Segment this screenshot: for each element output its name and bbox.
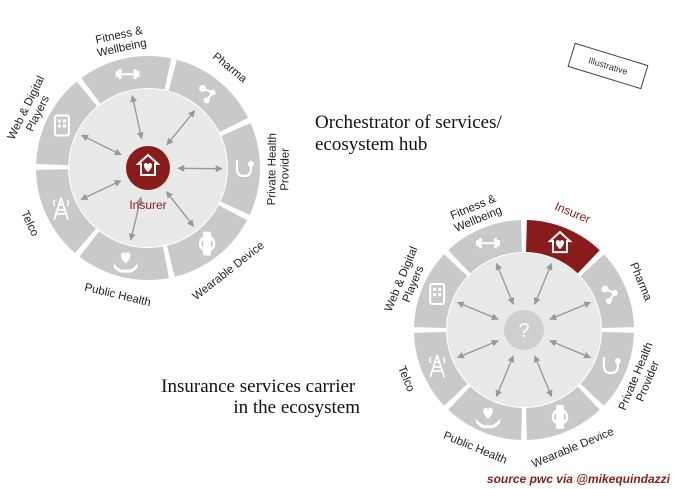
- segment-label: Fitness &Wellbeing: [93, 24, 147, 59]
- stethoscope-icon: [602, 356, 621, 375]
- source-credit: source pwc via @mikequindazzi: [487, 472, 671, 486]
- molecule-icon: [601, 285, 618, 305]
- connection-arrow: [549, 301, 592, 321]
- insurer-hub-label: Insurer: [129, 198, 166, 212]
- heart-hands-icon: [113, 252, 138, 273]
- connection-arrow: [456, 339, 499, 359]
- home-heart-icon: [547, 230, 573, 254]
- connection-arrow: [456, 301, 499, 321]
- segment-label: Public Health: [83, 282, 152, 309]
- connection-arrow: [81, 134, 122, 156]
- antenna-tower-icon: [52, 197, 70, 221]
- home-heart-icon: [135, 153, 161, 176]
- connection-arrow: [549, 339, 592, 359]
- molecule-icon: [199, 85, 216, 104]
- connection-arrow: [165, 191, 195, 227]
- connection-arrow: [533, 262, 553, 305]
- segment-home-heart: [526, 220, 600, 274]
- segment-label-line: Public Health: [83, 282, 152, 309]
- segment-label: Insurer: [553, 199, 593, 226]
- dumbbell-icon: [115, 69, 140, 80]
- carrier-title: Insurance services carrier in the ecosys…: [161, 376, 360, 418]
- illustrative-badge: Illustrative: [567, 42, 649, 90]
- stethoscope-icon: [235, 159, 254, 178]
- connection-arrow: [166, 110, 196, 146]
- segment-label-line: Telco: [395, 364, 416, 393]
- segment-label-line: Pharma: [627, 261, 654, 303]
- segment-label: Private HealthProvider: [266, 133, 292, 205]
- segment-dumbbell: [448, 220, 522, 274]
- connection-arrow: [80, 180, 122, 201]
- carrier-title-line-2: in the ecosystem: [233, 397, 360, 418]
- carrier-title-line-1: Insurance services carrier: [161, 376, 356, 397]
- tablet-icon: [429, 283, 446, 306]
- smartwatch-icon: [551, 404, 569, 429]
- dumbbell-icon: [476, 238, 501, 249]
- segment-label-line: Telco: [18, 209, 40, 238]
- segment-tablet: [414, 254, 468, 328]
- segment-dumbbell: [81, 56, 172, 104]
- question-mark-icon: ?: [518, 320, 529, 342]
- segment-label-line: Insurer: [553, 199, 593, 226]
- orchestrator-title-line-1: Orchestrator of services/: [315, 112, 502, 133]
- heart-hands-icon: [476, 407, 501, 429]
- connection-arrow: [128, 196, 143, 241]
- segment-label: Telco: [18, 209, 40, 238]
- tablet-icon: [53, 114, 70, 137]
- segment-stethoscope: [580, 332, 634, 406]
- connection-arrow: [495, 355, 515, 398]
- connection-arrow: [495, 262, 515, 305]
- segment-molecule: [168, 59, 249, 133]
- segment-stethoscope: [220, 123, 260, 215]
- segment-label: Telco: [395, 364, 416, 393]
- segment-label-line: Private Health: [266, 133, 279, 205]
- connection-arrow: [130, 95, 144, 140]
- segment-label-line: Provider: [279, 148, 291, 191]
- segment-tablet: [36, 81, 98, 166]
- orchestrator-title-line-2: ecosystem hub: [315, 134, 427, 155]
- connection-arrow: [533, 355, 553, 398]
- unknown-hub: [504, 310, 544, 350]
- illustrative-badge-box: [567, 42, 649, 90]
- smartwatch-icon: [198, 231, 216, 256]
- orchestrator-title: Orchestrator of services/ ecosystem hub: [315, 112, 507, 155]
- antenna-tower-icon: [428, 354, 446, 378]
- segment-label: Pharma: [627, 261, 654, 303]
